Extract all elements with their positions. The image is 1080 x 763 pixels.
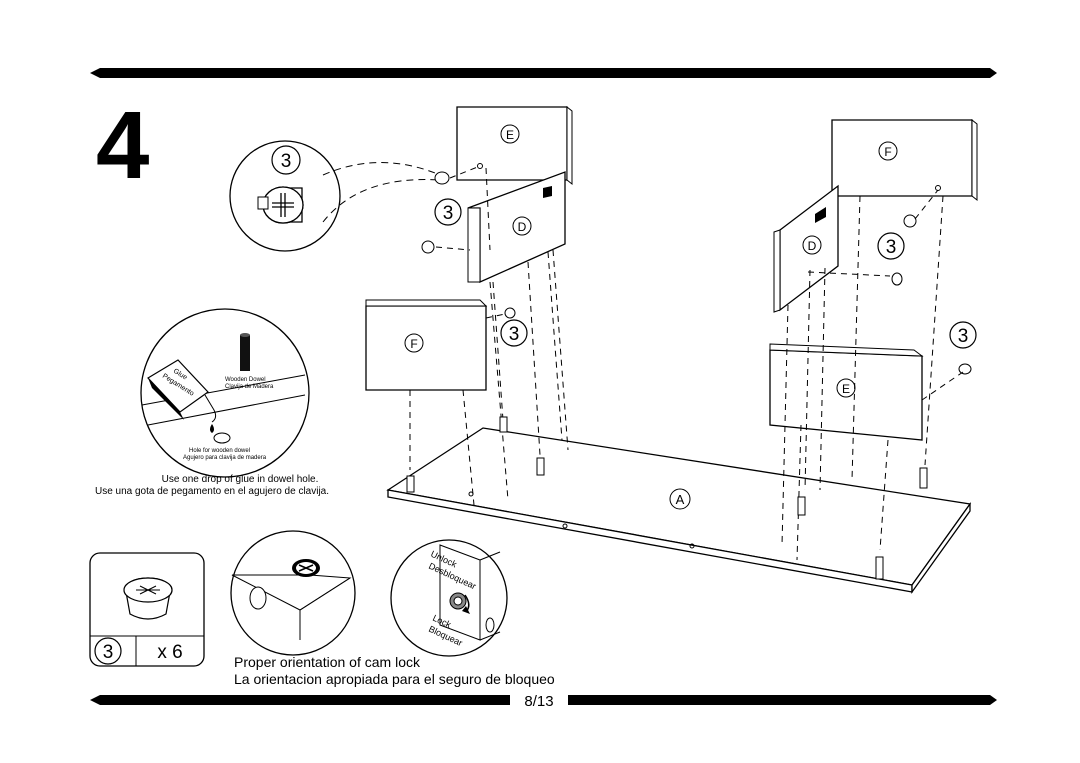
dowel-icon bbox=[240, 333, 250, 371]
panel-e-right: E bbox=[769, 343, 924, 441]
hole-label: Hole for wooden dowel bbox=[189, 448, 250, 454]
panel-d-right: D bbox=[773, 184, 839, 313]
cam-lock-icon bbox=[257, 186, 304, 224]
dowel-guide-lines-left bbox=[409, 165, 569, 506]
panel-f-right: F bbox=[831, 118, 978, 202]
glue-instruction-en: Use one drop of glue in dowel hole. bbox=[162, 474, 319, 485]
cam-lock-part-icon bbox=[421, 171, 516, 319]
callout-left-1-number: 3 bbox=[443, 203, 454, 224]
panel-e-left-label: E bbox=[506, 128, 514, 142]
panel-f-left: F bbox=[365, 299, 488, 391]
panel-e-right-label: E bbox=[842, 382, 850, 396]
bottom-rule-left bbox=[90, 695, 510, 705]
panel-e-left: E bbox=[456, 105, 573, 186]
callout-left-2-number: 3 bbox=[509, 324, 520, 345]
lock-direction-zoom: Unlock Desbloquear Lock Bloquear bbox=[390, 539, 508, 657]
page-indicator: 8/13 bbox=[524, 693, 553, 710]
parts-box: 3 x 6 bbox=[89, 552, 205, 667]
top-rule bbox=[90, 68, 997, 78]
cam-callout-right-1: 3 bbox=[877, 232, 905, 260]
cam-lock-top-icon bbox=[292, 559, 320, 577]
wooden-dowel-icon bbox=[406, 416, 545, 493]
panel-a: A bbox=[386, 427, 972, 595]
panel-f-right-label: F bbox=[884, 145, 891, 159]
glue-zoom: Glue Pegamento Wooden Dowel Clavija de M… bbox=[140, 308, 310, 478]
cam-orientation-zoom bbox=[230, 530, 356, 656]
cam-lock-part-icon bbox=[891, 214, 972, 375]
parts-box-number: 3 bbox=[103, 642, 114, 663]
glue-instruction-es: Use una gota de pegamento en el agujero … bbox=[95, 486, 329, 497]
cam-lock-part-icon bbox=[123, 577, 173, 620]
wooden-dowel-label: Wooden Dowel bbox=[225, 377, 266, 383]
cam-caption-en: Proper orientation of cam lock bbox=[234, 654, 421, 670]
panel-d-left: D bbox=[467, 171, 566, 284]
panel-d-right-label: D bbox=[808, 239, 817, 253]
step-number: 4 bbox=[96, 92, 149, 199]
agujero-label: Agujero para clavija de madera bbox=[183, 455, 267, 461]
cam-callout-right-2: 3 bbox=[949, 321, 977, 349]
cam-callout-left-2: 3 bbox=[500, 319, 528, 347]
cam-lock-rotate-icon bbox=[449, 592, 467, 610]
panel-d-left-label: D bbox=[518, 220, 527, 234]
panel-f-left-label: F bbox=[410, 337, 417, 351]
cam-lock-zoom: 3 bbox=[229, 140, 441, 252]
glue-bottle-icon bbox=[147, 359, 217, 433]
cam-callout-left-1: 3 bbox=[434, 198, 462, 226]
zoom-part-number: 3 bbox=[281, 151, 292, 172]
callout-right-2-number: 3 bbox=[958, 326, 969, 347]
dowel-guide-lines-right bbox=[781, 189, 964, 561]
parts-box-quantity: x 6 bbox=[157, 642, 182, 663]
wooden-dowel-icon bbox=[797, 467, 928, 580]
callout-right-1-number: 3 bbox=[886, 237, 897, 258]
clavija-label: Clavija de Madera bbox=[225, 384, 274, 390]
cam-caption-es: La orientacion apropiada para el seguro … bbox=[234, 671, 555, 687]
bottom-rule-right bbox=[568, 695, 997, 705]
panel-a-label: A bbox=[676, 492, 685, 507]
dowel-hole-icon bbox=[213, 432, 231, 444]
